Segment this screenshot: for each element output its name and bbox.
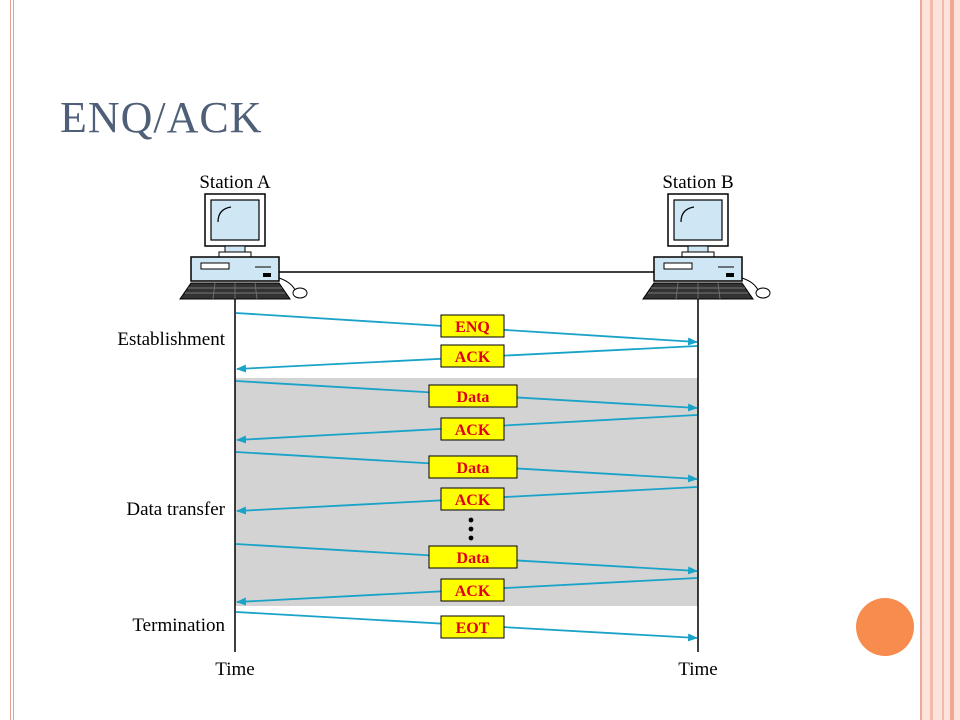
station-a-computer-icon xyxy=(179,193,308,300)
frame-eot: EOT xyxy=(440,615,505,639)
phase-establishment-label: Establishment xyxy=(117,329,225,350)
frame-ack: ACK xyxy=(440,578,505,602)
slide-border-right xyxy=(920,0,960,720)
frame-ack: ACK xyxy=(440,487,505,511)
station-b-computer-icon xyxy=(642,193,771,300)
frame-data-label: Data xyxy=(457,460,490,477)
frame-eot-label: EOT xyxy=(456,620,490,637)
frame-enq: ENQ xyxy=(440,314,505,338)
ellipsis-dots xyxy=(468,517,474,541)
frame-ack-label: ACK xyxy=(455,422,491,439)
frame-data: Data xyxy=(428,545,518,569)
slide-border-left xyxy=(10,0,14,720)
frame-ack: ACK xyxy=(440,417,505,441)
station-b-time-label: Time xyxy=(678,659,717,680)
frame-ack: ACK xyxy=(440,344,505,368)
phase-termination-label: Termination xyxy=(132,615,225,636)
frame-ack-label: ACK xyxy=(455,349,491,366)
slide-title: ENQ/ACK xyxy=(60,93,263,142)
decorative-dot xyxy=(856,598,914,656)
station-b-label: Station B xyxy=(662,172,733,193)
frame-data: Data xyxy=(428,455,518,479)
station-a-time-label: Time xyxy=(215,659,254,680)
frame-data-label: Data xyxy=(457,389,490,406)
frame-data-label: Data xyxy=(457,550,490,567)
frame-ack-label: ACK xyxy=(455,492,491,509)
frame-boxes: ENQ ACK Data ACK Data ACK Data xyxy=(428,314,518,639)
phase-data-transfer-label: Data transfer xyxy=(126,499,225,520)
frame-data: Data xyxy=(428,384,518,408)
frame-enq-label: ENQ xyxy=(455,319,490,336)
station-a-label: Station A xyxy=(199,172,271,193)
frame-ack-label: ACK xyxy=(455,583,491,600)
